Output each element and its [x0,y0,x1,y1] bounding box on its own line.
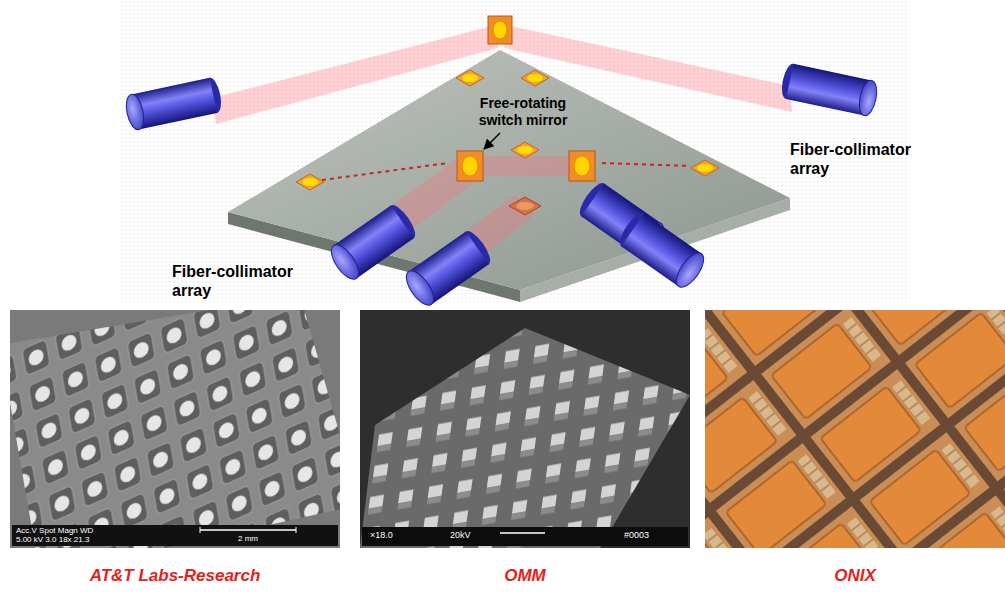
collimator-label: Fiber-collimator array [790,140,940,178]
photo-caption: OMM [375,566,675,586]
collimator-label: Fiber-collimator array [172,262,322,300]
mirror-label: Free-rotating switch mirror [458,95,588,129]
light-beams [212,25,792,300]
photo-caption: AT&T Labs-Research [25,566,325,586]
sem-info: 5.00 kV 3.0 18x 21.3 [16,535,89,545]
photo-caption: ONIX [705,566,1005,586]
flat-mirrors [296,70,719,215]
scale-label: 2 mm [238,534,258,544]
dashed-rows [322,163,690,180]
onix-photo [705,310,1005,548]
att-photo [10,310,340,548]
sem-info: Acc.V Spot Magn WD [16,526,93,536]
fiber-collimators [123,62,879,309]
pointer-arrow [484,133,500,149]
omm-photo [360,310,690,548]
sem-info: ×18.0 [370,530,393,541]
sem-info: 20kV [450,530,471,541]
sem-info: #0003 [624,530,649,541]
standing-mirrors [457,16,595,181]
